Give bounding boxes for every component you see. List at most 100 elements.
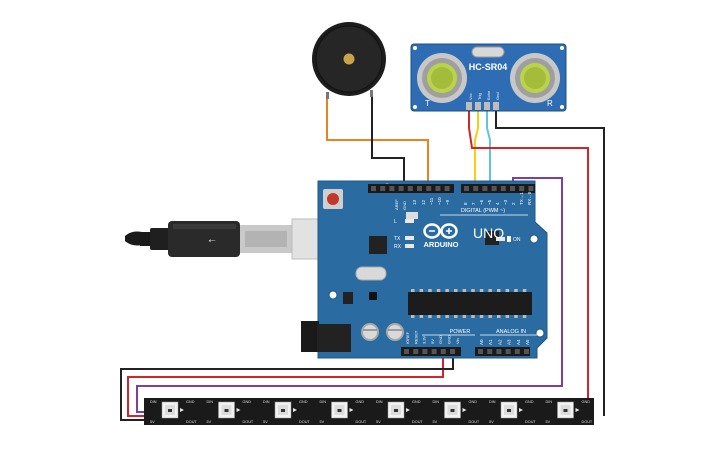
power-pin-label: GND	[438, 335, 443, 344]
neopixel-pin-label: DIN	[433, 400, 440, 404]
power-pin-label: 3.3V	[422, 335, 427, 344]
sensor-pin[interactable]	[493, 102, 499, 110]
header-pin-hole[interactable]	[371, 186, 376, 191]
header-pin-hole[interactable]	[505, 349, 511, 354]
header-pin-hole[interactable]	[514, 349, 520, 354]
chip-pin	[428, 289, 432, 292]
neopixel-pin-label: DIN	[263, 400, 270, 404]
neopixel-pin-label: GND	[243, 400, 252, 404]
ultrasonic-sensor[interactable]: HC-SR04 T R Vcc Trig Echo Gnd	[410, 43, 567, 112]
neopixel-pin-label: DIN	[376, 400, 383, 404]
neopixel-pin-label: 5V	[263, 420, 268, 424]
neopixel-pin-label: GND	[299, 400, 308, 404]
sensor-pin-trig-label: Trig	[477, 93, 482, 100]
model-label: UNO	[473, 225, 504, 241]
header-pin-hole[interactable]	[404, 349, 409, 354]
neopixel-pin-label: DOUT	[412, 420, 423, 424]
digital-pin-label: ~3	[503, 199, 508, 205]
neopixel-pin-label: 5V	[150, 420, 155, 424]
header-pin-hole[interactable]	[478, 349, 483, 354]
header-pin-hole[interactable]	[482, 186, 488, 191]
header-pin-hole[interactable]	[510, 186, 515, 191]
header-pin-hole[interactable]	[450, 349, 455, 354]
power-jack[interactable]	[301, 321, 351, 352]
header-pin-hole[interactable]	[435, 186, 441, 191]
chip-pin	[454, 315, 458, 318]
wire-strip-gnd	[120, 352, 454, 421]
led-label-l: L	[394, 219, 397, 225]
sensor-pin[interactable]	[466, 102, 472, 110]
neopixel-pin-label: GND	[582, 400, 591, 404]
digital-pin-label: 12	[421, 199, 426, 205]
header-pin-hole[interactable]	[431, 349, 437, 354]
header-pin-hole[interactable]	[380, 186, 386, 191]
header-pin-hole[interactable]	[413, 349, 419, 354]
header-pin-hole[interactable]	[519, 186, 525, 191]
analog-pin-label: A2	[497, 339, 502, 345]
digital-pin-label: RX←0	[527, 191, 532, 205]
sensor-pins: Vcc Trig Echo Gnd	[466, 90, 500, 110]
led-rx	[405, 244, 414, 248]
header-pin-hole[interactable]	[496, 349, 502, 354]
wire-buzzer-signal	[326, 96, 429, 190]
chip-pin	[445, 315, 449, 318]
header-pin-hole[interactable]	[440, 349, 446, 354]
header-pin-hole[interactable]	[487, 349, 493, 354]
neopixel-strip[interactable]: DIN5VGNDDOUTDIN5VGNDDOUTDIN5VGNDDOUTDIN5…	[144, 398, 594, 425]
neopixel-pin-label: 5V	[207, 420, 212, 424]
neopixel-pin-label: DOUT	[243, 420, 254, 424]
chip-pin	[436, 289, 441, 292]
header-pin-hole[interactable]	[407, 186, 413, 191]
neopixel-pin-label: DOUT	[525, 420, 536, 424]
analog-pin-label: A0	[479, 339, 484, 345]
header-pin-hole[interactable]	[500, 186, 506, 191]
sensor-pin[interactable]	[484, 102, 490, 110]
power-pin-label: RESET	[413, 330, 418, 344]
header-pin-hole[interactable]	[528, 186, 534, 191]
header-pin-hole[interactable]	[389, 186, 395, 191]
piezo-buzzer[interactable]	[312, 22, 386, 99]
wire-sensor-trig	[474, 110, 482, 193]
header-pin-hole[interactable]	[417, 186, 422, 191]
digital-pin-label: 2	[511, 202, 516, 205]
header-pin-hole[interactable]	[491, 186, 497, 191]
header-pin-hole[interactable]	[422, 349, 428, 354]
chip-pin	[479, 289, 484, 292]
header-pin-hole[interactable]	[444, 186, 450, 191]
chip-pin	[411, 315, 415, 318]
chip-pin	[505, 289, 510, 292]
usb-cable[interactable]: ⭠	[125, 218, 349, 260]
sensor-pin[interactable]	[475, 102, 481, 110]
chip-pin	[428, 315, 432, 318]
header-pin-hole[interactable]	[426, 186, 432, 191]
header-pin-hole[interactable]	[464, 186, 469, 191]
header-pin-hole[interactable]	[524, 349, 529, 354]
chip-pin	[505, 315, 510, 318]
header-pin-hole[interactable]	[398, 186, 404, 191]
chip-pin	[522, 289, 527, 292]
wire-sensor-gnd	[495, 110, 605, 416]
aref-label: AREF	[394, 199, 399, 210]
neopixel-pin-label: GND	[186, 400, 195, 404]
wire-strip-data	[136, 177, 563, 413]
brand-label: ARDUINO	[424, 240, 459, 249]
digital-pin-label: ~10	[437, 197, 442, 205]
led-l	[405, 219, 414, 223]
header-pin-hole[interactable]	[473, 186, 479, 191]
chip-pin	[522, 315, 527, 318]
voltage-regulator	[343, 292, 353, 304]
reset-button[interactable]	[323, 189, 343, 209]
digital-pin-label: ~9	[445, 199, 450, 205]
neopixel-pin-label: 5V	[320, 420, 325, 424]
